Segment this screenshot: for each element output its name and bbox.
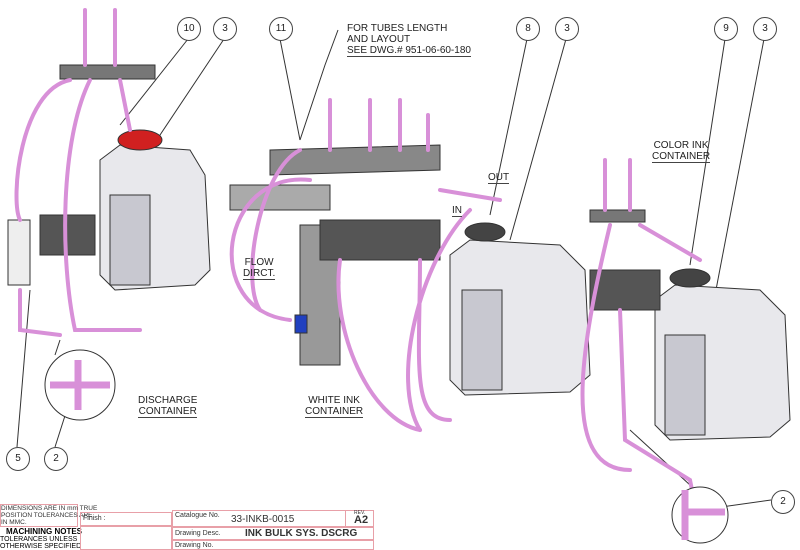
blank-field [80,526,172,550]
balloon: 5 [6,447,30,471]
finish-field: Finish : [80,512,172,526]
label-line: CONTAINER [305,406,364,418]
note-line: SEE DWG.# 951-06-60-180 [347,45,471,57]
drawing-no-cell: Drawing No. [172,540,374,550]
balloon: 10 [177,17,201,41]
dims-note: IN MMC. [1,519,27,526]
balloon: 3 [555,17,579,41]
balloon: 2 [771,490,795,514]
rev-value: A2 [354,514,369,526]
balloon: 3 [753,17,777,41]
balloon: 3 [213,17,237,41]
note-line: AND LAYOUT [347,34,411,45]
label-line: DISCHARGE [138,395,198,406]
dims-note: DIMENSIONS ARE IN mm TRUE [1,505,98,512]
balloon: 2 [44,447,68,471]
desc-label: Drawing Desc. [175,530,221,537]
label-line: CONTAINER [138,406,198,418]
catalog-label: Catalogue No. [175,512,220,519]
balloon: 9 [714,17,738,41]
dims-box: DIMENSIONS ARE IN mm TRUE POSITION TOLER… [0,504,98,527]
color-ink-container [654,268,791,441]
out-label: OUT [488,172,510,184]
dims-note: POSITION TOLERANCES ARE [1,512,93,519]
rev-cell: REV. A2 [345,510,374,527]
machining-notes: MACHINING NOTES [6,527,82,536]
desc-cell: Drawing Desc. INK BULK SYS. DSCRG [172,527,374,540]
label-line: FLOW [244,257,274,268]
discharge-container [99,129,211,291]
in-label: IN [452,205,462,217]
balloon: 8 [516,17,540,41]
rev-label: REV. [354,510,366,516]
drawing-no-label: Drawing No. [175,542,214,549]
catalog-cell: Catalogue No. 33-INKB-0015 [172,510,374,527]
label-line: DIRCT. [243,268,276,280]
balloon: 11 [269,17,293,41]
white-ink-container [449,222,591,396]
tol-line: TOLERANCES UNLESS [0,536,78,543]
tubes-note: FOR TUBES LENGTH AND LAYOUT SEE DWG.# 95… [347,23,471,57]
label-line: CONTAINER [652,151,711,163]
catalog-number: 33-INKB-0015 [231,514,295,525]
label-line: COLOR INK [653,140,709,151]
label-line: WHITE INK [308,395,360,406]
drawing-description: INK BULK SYS. DSCRG [245,528,358,539]
tol-line: OTHERWISE SPECIFIED [0,543,82,550]
note-line: FOR TUBES LENGTH [347,23,448,34]
